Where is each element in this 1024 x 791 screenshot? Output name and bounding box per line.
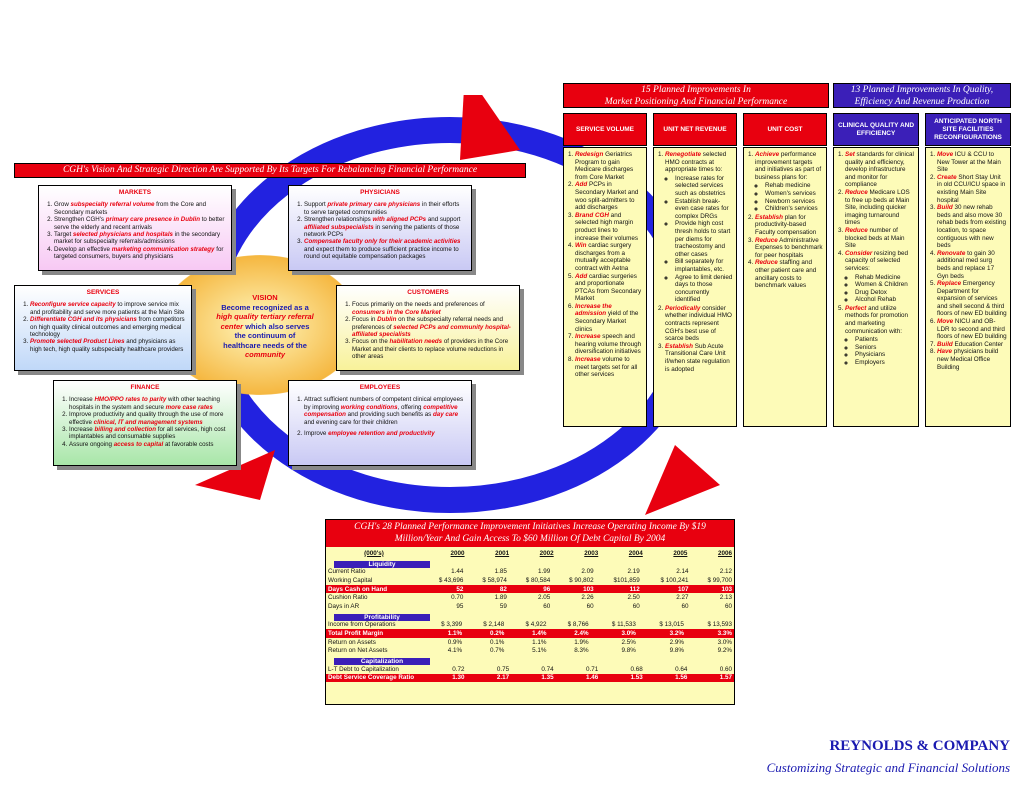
clinical-quality-list: Set standards for clinical quality and e… [833,147,919,427]
vision-text: VISION Become recognized as a high quali… [216,293,314,359]
financial-panel: CGH's 28 Planned Performance Improvement… [325,519,735,705]
col-service-volume: SERVICE VOLUME [563,113,647,146]
vision-glow [160,255,360,395]
col-unit-cost: UNIT COST [743,113,827,146]
arrow-icon [195,450,275,500]
col-north-site: ANTICIPATED NORTH SITE FACILITIES RECONF… [925,113,1011,146]
year-header: 2006 [717,549,732,557]
table-row: Working Capital$ 43,696$ 58,974$ 80,584$… [328,576,732,584]
col-clinical-quality: CLINICAL QUALITY AND EFFICIENCY [833,113,919,146]
arrow-icon [645,445,720,515]
year-header: (000's) [364,549,384,557]
company-name: REYNOLDS & COMPANY [829,738,1010,754]
col-unit-net-revenue: UNIT NET REVENUE [653,113,737,146]
year-header: 2001 [495,549,510,557]
vision-header: CGH's Vision And Strategic Direction Are… [14,163,526,178]
service-volume-list: Redesign Geriatrics Program to gain Medi… [563,147,647,427]
table-row: Income from Operations$ 3,399$ 2,148$ 4,… [328,621,732,629]
customers-box: CUSTOMERS Focus primarily on the needs a… [336,285,520,371]
services-box: SERVICES Reconfigure service capacity to… [14,285,192,371]
year-header: 2000 [450,549,465,557]
unit-cost-list: Achieve performance improvement targets … [743,147,827,427]
section-label: Liquidity [334,560,430,568]
finance-box: FINANCE Increase HMO/PPO rates to parity… [53,380,237,466]
positioning-header: 15 Planned Improvements In Market Positi… [563,83,829,108]
year-header: 2002 [539,549,554,557]
unit-net-revenue-list: Renegotiate selected HMO contracts at ap… [653,147,737,427]
year-header: 2005 [673,549,688,557]
section-label: Profitability [334,613,430,621]
employees-box: EMPLOYEES Attract sufficient numbers of … [288,380,472,466]
section-label: Capitalization [334,657,430,665]
physicians-box: PHYSICIANS Support private primary care … [288,185,472,271]
company-tagline: Customizing Strategic and Financial Solu… [766,760,1010,775]
year-header: 2003 [584,549,599,557]
table-title: CGH's 28 Planned Performance Improvement… [326,520,734,547]
financial-table: (000's) 2000 2001 2002 2003 2004 2005 2006 [326,549,734,558]
markets-box: MARKETS Grow subspecialty referral volum… [38,185,232,271]
north-site-list: Move ICU & CCU to New Tower at the Main … [925,147,1011,427]
arrow-icon [460,95,520,160]
year-header: 2004 [628,549,643,557]
quality-header: 13 Planned Improvements In Quality, Effi… [833,83,1011,108]
